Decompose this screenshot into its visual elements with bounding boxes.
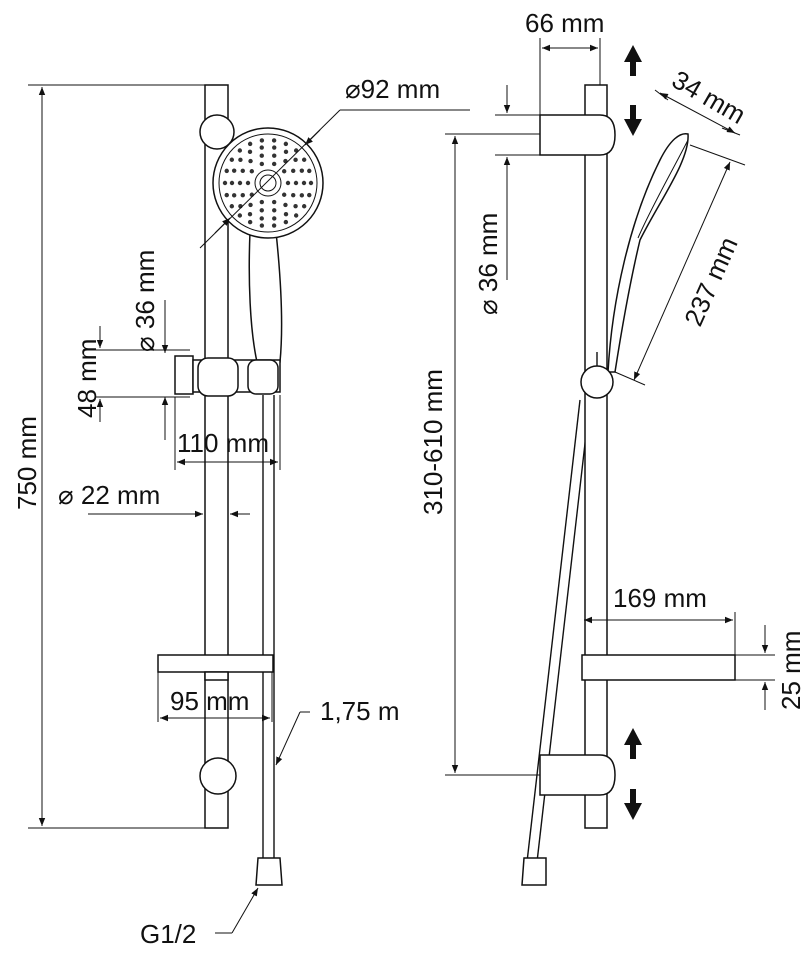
nozzle bbox=[283, 149, 289, 155]
nozzle bbox=[301, 204, 307, 209]
nozzle bbox=[259, 223, 265, 228]
nozzle bbox=[299, 168, 305, 173]
nozzle bbox=[248, 202, 253, 208]
nozzle bbox=[237, 180, 243, 186]
slider-knob bbox=[580, 365, 614, 399]
nozzle bbox=[307, 168, 312, 174]
nozzle bbox=[283, 202, 288, 208]
nozzle bbox=[272, 145, 277, 150]
nozzle bbox=[259, 199, 265, 205]
nozzle bbox=[283, 211, 289, 217]
nozzle bbox=[259, 208, 264, 213]
nozzle bbox=[293, 213, 299, 218]
nozzle bbox=[237, 213, 243, 218]
dim-hose-length: 1,75 m bbox=[320, 696, 400, 726]
nozzle bbox=[272, 208, 277, 213]
soap-dish bbox=[157, 654, 274, 722]
right-view: 66 mm ⌀ 36 mm 310-610 mm 34 mm 237 mm 16… bbox=[418, 8, 806, 886]
top-holder bbox=[539, 114, 616, 156]
nozzle bbox=[247, 211, 253, 217]
nozzle bbox=[293, 180, 299, 186]
nozzle bbox=[291, 168, 296, 174]
nozzle bbox=[259, 145, 264, 150]
dim-holder-depth: 110 mm bbox=[177, 428, 269, 458]
dim-holder-height: 48 mm bbox=[72, 339, 102, 418]
nozzle bbox=[307, 192, 312, 198]
dim-holder-offset: 66 mm bbox=[525, 8, 604, 38]
nozzle bbox=[259, 216, 264, 221]
rail-right bbox=[584, 84, 608, 829]
nozzle bbox=[249, 169, 255, 174]
nozzle bbox=[229, 157, 235, 162]
nozzle bbox=[231, 193, 237, 198]
dim-holder-diameter-right: ⌀ 36 mm bbox=[473, 213, 503, 315]
nozzle bbox=[301, 180, 307, 186]
nozzle bbox=[259, 153, 264, 158]
hose-nut bbox=[255, 857, 283, 886]
dim-handshower-length: 237 mm bbox=[678, 232, 744, 330]
nozzle bbox=[308, 180, 314, 186]
hose bbox=[255, 395, 283, 886]
dim-dish-depth: 169 mm bbox=[613, 583, 707, 613]
nozzle bbox=[222, 180, 228, 186]
nozzle bbox=[224, 168, 229, 174]
nozzle bbox=[259, 161, 265, 167]
dim-head-diameter: ⌀92 mm bbox=[345, 74, 440, 104]
nozzle bbox=[293, 157, 298, 163]
rail bbox=[204, 84, 229, 829]
nozzle bbox=[231, 168, 237, 173]
nozzle bbox=[238, 157, 243, 163]
nozzle bbox=[247, 141, 253, 147]
nozzle bbox=[283, 219, 289, 225]
left-view: 750 mm ⌀92 mm ⌀ 36 mm 48 mm 110 mm ⌀ 22 … bbox=[12, 74, 470, 949]
top-bracket bbox=[199, 114, 235, 150]
nozzle bbox=[293, 203, 298, 209]
nozzle bbox=[247, 219, 253, 225]
dim-adjust-range: 310-610 mm bbox=[418, 369, 448, 515]
thread-label: G1/2 bbox=[140, 919, 196, 949]
nozzle bbox=[245, 180, 251, 186]
nozzle bbox=[281, 169, 287, 174]
nozzle bbox=[271, 138, 277, 143]
dim-rail-diameter: ⌀ 22 mm bbox=[58, 480, 160, 510]
nozzle bbox=[299, 193, 305, 198]
nozzle bbox=[271, 199, 277, 205]
handshower-side bbox=[607, 132, 689, 373]
adjust-up-down-arrow-top bbox=[624, 45, 642, 136]
holder bbox=[174, 355, 281, 397]
nozzle bbox=[259, 138, 265, 143]
bottom-bracket bbox=[199, 757, 237, 795]
hose-right bbox=[526, 399, 581, 863]
nozzle bbox=[247, 149, 253, 155]
nozzle bbox=[272, 153, 277, 158]
nozzle bbox=[281, 192, 287, 197]
nozzle bbox=[229, 180, 235, 186]
nozzle bbox=[285, 180, 291, 186]
shower-handle bbox=[248, 231, 283, 363]
dim-holder-diameter-left: ⌀ 36 mm bbox=[130, 250, 160, 352]
dim-750: 750 mm bbox=[12, 416, 42, 510]
showerhead bbox=[212, 127, 324, 239]
bottom-holder bbox=[539, 754, 616, 796]
nozzle bbox=[224, 192, 229, 198]
nozzle bbox=[240, 192, 245, 198]
nozzle bbox=[301, 157, 307, 162]
nozzle bbox=[291, 192, 296, 198]
dim-head-depth: 34 mm bbox=[667, 64, 751, 130]
soap-dish-side bbox=[581, 654, 736, 681]
hose-nut-right bbox=[521, 857, 547, 886]
nozzle bbox=[237, 148, 243, 153]
nozzle bbox=[229, 204, 235, 209]
nozzle bbox=[283, 141, 289, 147]
dim-dish-height: 25 mm bbox=[776, 631, 806, 710]
nozzle bbox=[248, 158, 253, 164]
nozzle bbox=[240, 168, 245, 174]
nozzle bbox=[271, 161, 277, 167]
dim-dish-width: 95 mm bbox=[170, 686, 249, 716]
adjust-up-down-arrow-bottom bbox=[624, 728, 642, 820]
nozzle bbox=[272, 216, 277, 221]
nozzle bbox=[271, 223, 277, 228]
